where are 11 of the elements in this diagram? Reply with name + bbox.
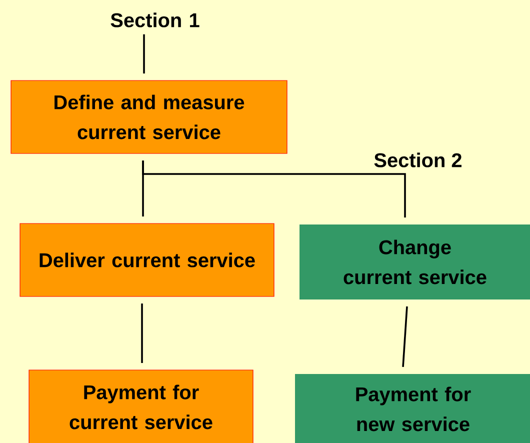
process-box: Deliver current service — [20, 223, 274, 297]
process-box: Payment for new service — [295, 374, 530, 443]
section-heading: Section 1 — [110, 12, 200, 28]
section-heading: Section 2 — [374, 152, 462, 168]
connector-line — [142, 160, 406, 218]
process-box: Define and measure current service — [10, 80, 288, 154]
process-box: Change current service — [300, 224, 530, 300]
connector-line — [143, 34, 145, 74]
connector-line — [402, 306, 408, 368]
connector-line — [141, 304, 143, 363]
process-box: Payment for current service — [28, 370, 254, 443]
